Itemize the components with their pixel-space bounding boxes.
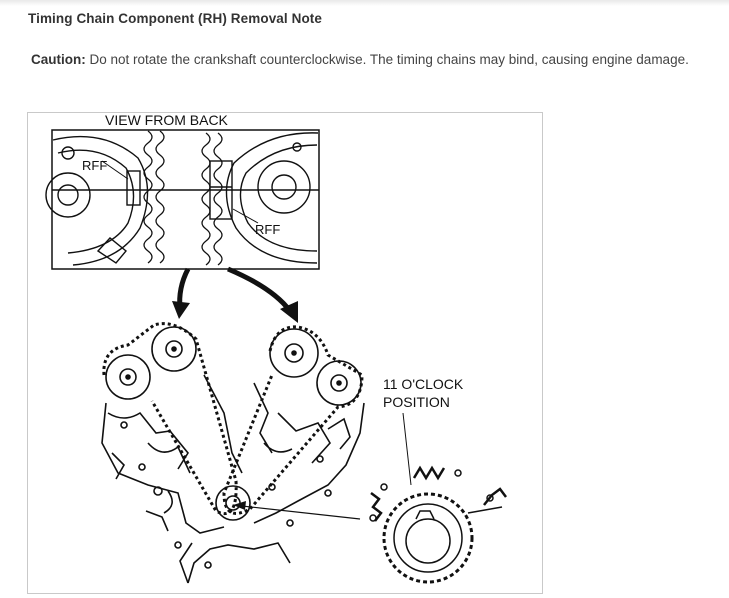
position-label-line2: POSITION [383,394,450,410]
timing-chain-diagram: VIEW FROM BACK RFF [45,112,507,584]
position-label-line1: 11 O'CLOCK [383,376,464,392]
inset-chains [143,130,223,266]
crank-detail-arrow [232,501,361,520]
inset-left-camshaft-sprocket [45,135,149,266]
crank-sprocket-detail [369,465,507,584]
inset-pointer-arrows [172,266,298,323]
rff-right-label: RFF [255,222,280,237]
rff-left-label: RFF [82,158,107,173]
note-title: Timing Chain Component (RH) Removal Note [28,11,323,26]
caution-paragraph: Caution: Do not rotate the crankshaft co… [31,52,689,67]
inset-right-camshaft-sprocket [209,132,319,264]
view-from-back-label: VIEW FROM BACK [105,113,229,128]
engine-block [101,322,365,584]
position-leader [402,412,412,486]
rff-right-leader [232,208,259,224]
caution-text: Do not rotate the crankshaft countercloc… [85,52,689,67]
timing-chain-figure: VIEW FROM BACK RFF [27,112,543,594]
caution-label: Caution: [31,52,86,67]
top-shadow-bar [0,0,729,6]
rff-left-leader [101,160,129,180]
